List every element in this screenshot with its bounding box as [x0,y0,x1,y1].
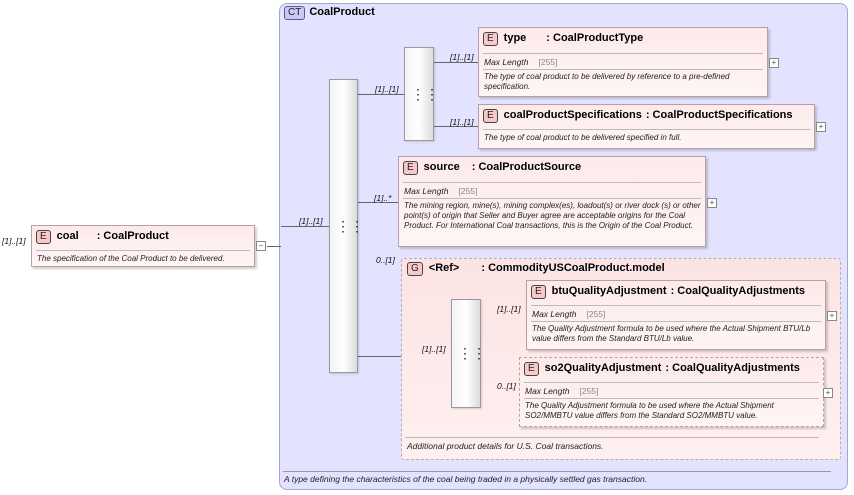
element-description: The type of coal product to be delivered… [484,72,730,91]
element-badge: E [36,230,51,244]
root-element-name: coal [56,230,79,242]
expand-toggle[interactable]: + [769,58,779,68]
divider [524,382,819,383]
element-badge: E [483,32,498,46]
max-length-facet: Max Length [255] [404,186,477,196]
facet-value: [255] [538,57,558,67]
root-cardinality: [1]..[1] [2,236,26,246]
element-name: type [503,32,527,44]
group-type-ref: : CommodityUSCoalProduct.model [481,262,665,274]
divider [531,321,821,322]
element-badge: E [524,362,539,376]
expand-toggle[interactable]: + [823,388,833,398]
divider [531,305,821,306]
max-length-facet: Max Length [255] [484,57,557,67]
complex-type-footer-divider [283,471,831,472]
element-name: btuQualityAdjustment [551,285,667,297]
root-element-description: The specification of the Coal Product to… [37,254,225,263]
element-name: so2QualityAdjustment [544,362,662,374]
element-badge: E [403,161,418,175]
facet-value: [255] [579,386,599,396]
group-header: G <Ref> : CommodityUSCoalProduct.model [407,262,665,276]
specs-cardinality: [1]..[1] [450,117,474,127]
group-sequence-cardinality: [1]..[1] [422,344,446,354]
element-badge: E [483,109,498,123]
source-cardinality: [1]..* [374,193,392,203]
group-name: <Ref> [428,262,460,274]
collapse-toggle[interactable]: − [256,241,266,251]
element-name: coalProductSpecifications [503,109,642,121]
divider [483,129,810,130]
choice-compositor[interactable]: ⋮⋮ [404,47,439,141]
facet-label: Max Length [532,309,577,319]
divider [524,398,819,399]
connector-line [434,126,478,127]
complex-type-footer: A type defining the characteristics of t… [284,474,648,484]
choice-cardinality: [1]..[1] [375,84,399,94]
facet-label: Max Length [525,386,570,396]
connector-line [358,94,404,95]
divider [403,198,701,199]
facet-label: Max Length [484,57,529,67]
facet-value: [255] [586,309,606,319]
sequence-icon: ⋮⋮ [336,218,364,234]
group-badge: G [407,262,423,276]
main-sequence-cardinality: [1]..[1] [299,216,323,226]
type-cardinality: [1]..[1] [450,52,474,62]
expand-toggle[interactable]: + [827,311,837,321]
element-description: The type of coal product to be delivered… [484,133,682,142]
element-type-ref: : CoalProductSpecifications [645,109,793,121]
group-divider [405,437,819,438]
element-type-ref: : CoalQualityAdjustments [665,362,800,374]
element-description: The Quality Adjustment formula to be use… [525,401,774,420]
max-length-facet: Max Length [255] [532,309,605,319]
element-type-ref: : CoalProductType [546,32,644,44]
connector-line [267,246,281,247]
element-type-ref: : CoalProductSource [471,161,582,173]
divider [483,69,763,70]
facet-label: Max Length [404,186,449,196]
group-cardinality: 0..[1] [376,255,395,265]
element-description: The Quality Adjustment formula to be use… [532,324,811,343]
complex-type-badge: CT [284,6,306,20]
root-element-type: : CoalProduct [96,230,169,242]
connector-line [434,62,478,63]
sequence-icon: ⋮⋮ [458,345,486,361]
element-badge: E [531,285,546,299]
facet-value: [255] [458,186,478,196]
choice-icon: ⋮⋮ [411,86,439,102]
expand-toggle[interactable]: + [707,198,717,208]
divider [483,53,763,54]
complex-type-name: CoalProduct [309,6,375,18]
so2-cardinality: 0..[1] [497,381,516,391]
divider [36,250,250,251]
expand-toggle[interactable]: + [816,122,826,132]
group-sequence-compositor[interactable]: ⋮⋮ [451,299,486,408]
connector-line [358,202,398,203]
group-description: Additional product details for U.S. Coal… [407,441,604,451]
element-type-ref: : CoalQualityAdjustments [670,285,806,297]
element-description: The mining region, mine(s), mining compl… [404,201,701,230]
divider [403,182,701,183]
main-sequence-compositor[interactable]: ⋮⋮ [329,79,364,373]
max-length-facet: Max Length [255] [525,386,598,396]
element-name: source [423,161,460,173]
btu-cardinality: [1]..[1] [497,304,521,314]
connector-line [281,226,329,227]
